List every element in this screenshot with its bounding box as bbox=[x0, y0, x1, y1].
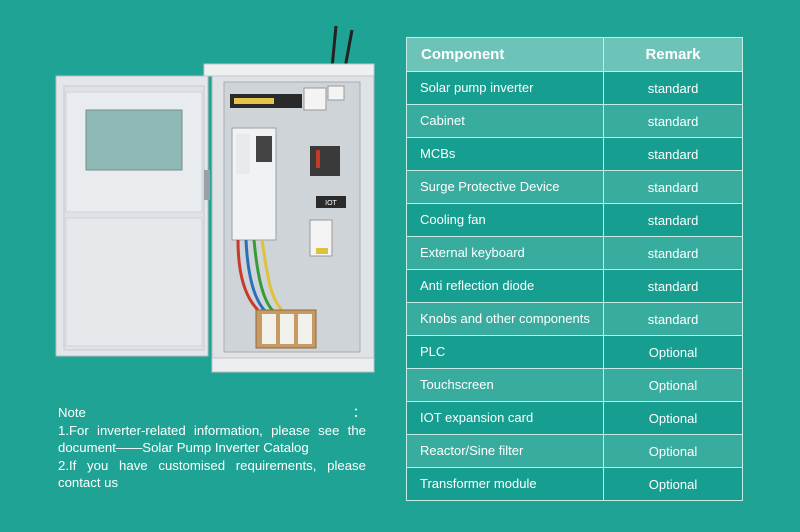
remark-cell: standard bbox=[603, 170, 743, 204]
component-cell: Reactor/Sine filter bbox=[406, 434, 604, 468]
remark-cell: Optional bbox=[603, 434, 743, 468]
cabinet-body: IOT bbox=[203, 63, 375, 373]
component-cell: Cooling fan bbox=[406, 203, 604, 237]
component-header: Component bbox=[406, 37, 604, 72]
component-cell: PLC bbox=[406, 335, 604, 369]
remark-cell: standard bbox=[603, 137, 743, 171]
iot-label: IOT bbox=[325, 200, 337, 207]
component-cell: External keyboard bbox=[406, 236, 604, 270]
cabinet-image: IOT bbox=[55, 25, 375, 373]
remark-cell: standard bbox=[603, 203, 743, 237]
remark-header: Remark bbox=[603, 37, 743, 72]
component-cell: MCBs bbox=[406, 137, 604, 171]
antenna-icon bbox=[330, 25, 354, 69]
component-cell: Surge Protective Device bbox=[406, 170, 604, 204]
remark-cell: Optional bbox=[603, 335, 743, 369]
remark-cell: Optional bbox=[603, 467, 743, 501]
component-cell: Transformer module bbox=[406, 467, 604, 501]
remark-cell: standard bbox=[603, 236, 743, 270]
cabinet-door bbox=[55, 75, 210, 357]
note-line: document——Solar Pump Inverter Catalog bbox=[58, 440, 309, 455]
remark-cell: standard bbox=[603, 71, 743, 105]
component-cell: Touchscreen bbox=[406, 368, 604, 402]
component-cell: Solar pump inverter bbox=[406, 71, 604, 105]
note-block: Note： 1.For inverter-related information… bbox=[58, 404, 366, 492]
note-title: Note： bbox=[58, 405, 366, 420]
note-line: contact us bbox=[58, 475, 119, 490]
table-header-row: Component Remark bbox=[406, 37, 743, 72]
remark-cell: Optional bbox=[603, 368, 743, 402]
remark-cell: standard bbox=[603, 104, 743, 138]
remark-cell: standard bbox=[603, 302, 743, 336]
note-line: 1.For inverter-related information, plea… bbox=[58, 422, 366, 438]
remark-cell: standard bbox=[603, 269, 743, 303]
component-cell: IOT expansion card bbox=[406, 401, 604, 435]
component-cell: Knobs and other components bbox=[406, 302, 604, 336]
remark-cell: Optional bbox=[603, 401, 743, 435]
component-cell: Anti reflection diode bbox=[406, 269, 604, 303]
component-cell: Cabinet bbox=[406, 104, 604, 138]
note-line: 2.If you have customised requirements, p… bbox=[58, 457, 366, 473]
